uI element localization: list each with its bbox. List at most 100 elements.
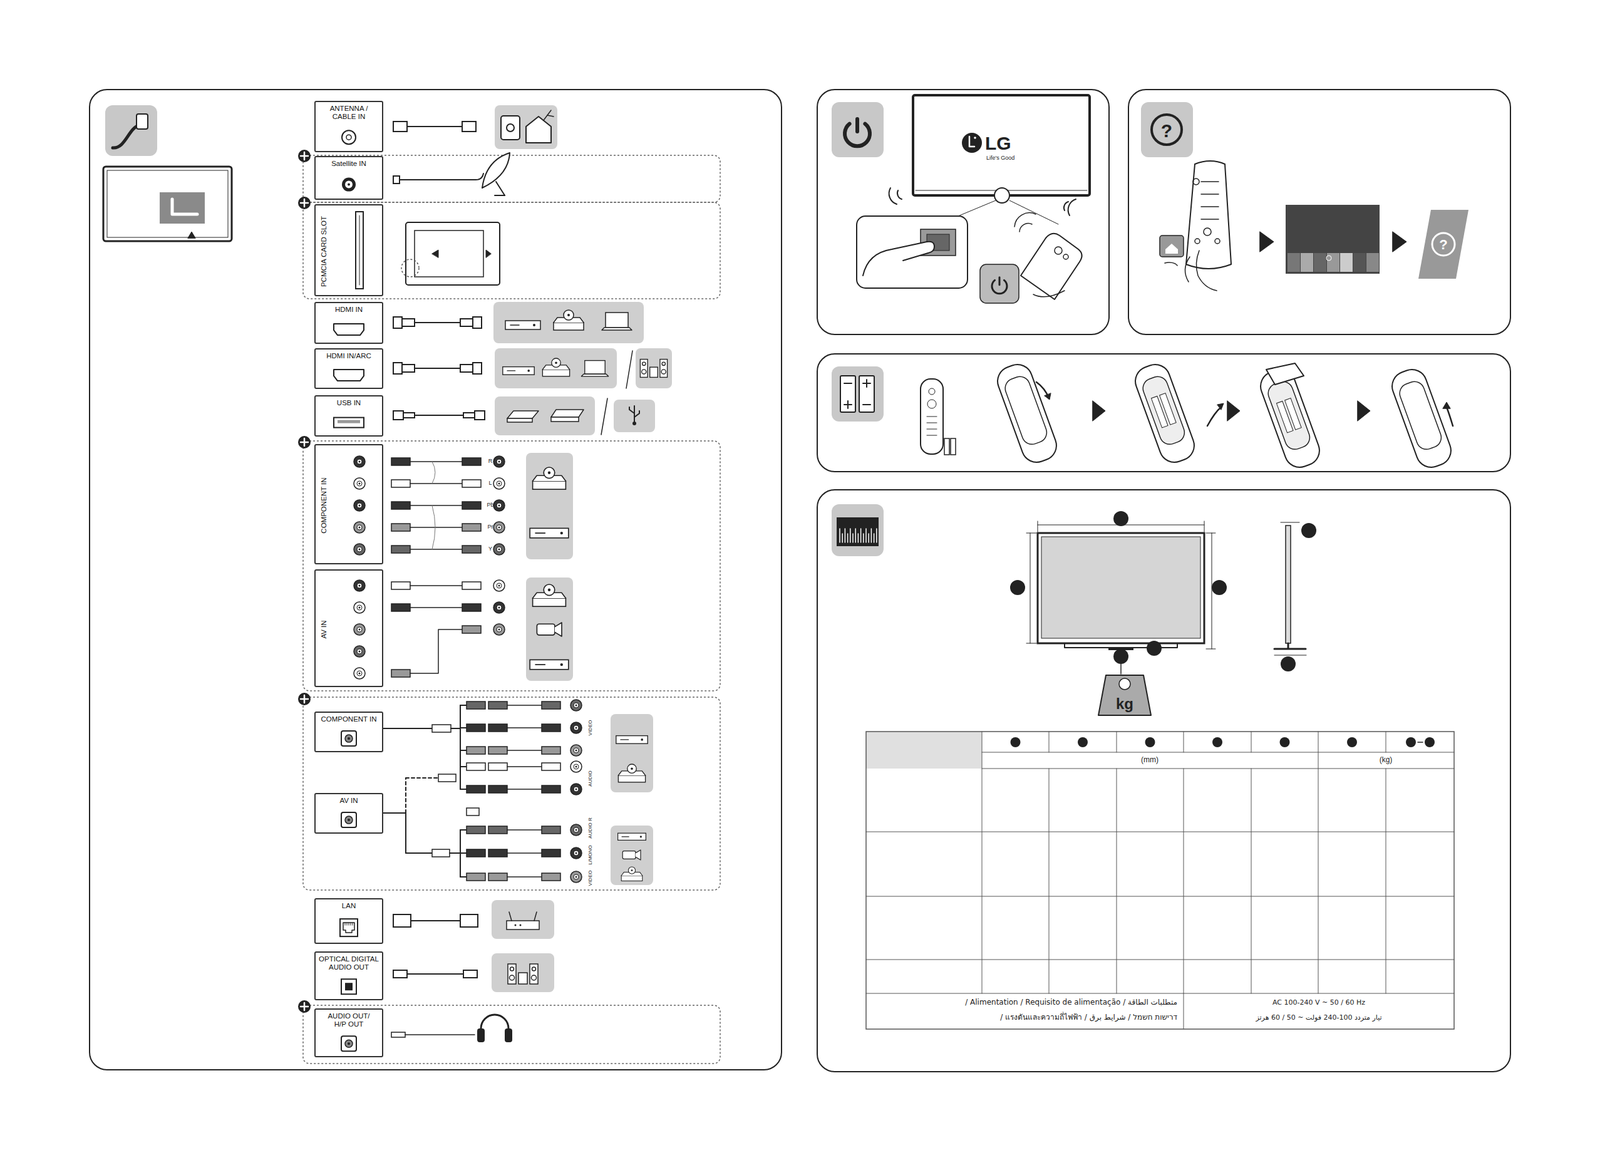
port-box: HDMI IN/ARC <box>314 348 384 389</box>
jack <box>493 499 505 511</box>
optional-group <box>303 696 721 890</box>
shape <box>529 659 569 669</box>
signal-name: Y <box>488 546 493 553</box>
device-icon <box>581 360 609 377</box>
device-icon <box>507 963 538 984</box>
circle <box>630 767 634 770</box>
outline <box>172 199 198 215</box>
remote <box>920 378 944 455</box>
wire <box>359 215 361 285</box>
plug <box>466 701 486 709</box>
wire <box>866 379 868 388</box>
device-icon <box>507 410 539 423</box>
plug <box>541 849 561 857</box>
jack <box>353 521 366 533</box>
circle <box>347 737 351 740</box>
wire <box>410 606 463 609</box>
wire <box>460 788 467 790</box>
shape <box>1397 378 1445 453</box>
wire <box>303 152 306 160</box>
wire <box>507 788 542 790</box>
port-box: AV IN <box>314 569 384 687</box>
jack <box>570 824 582 836</box>
circle <box>498 628 501 631</box>
outline <box>551 409 584 418</box>
plug <box>391 523 411 532</box>
circle <box>358 584 361 587</box>
wire <box>1251 768 1252 994</box>
plug <box>541 762 561 771</box>
wire <box>495 181 505 196</box>
wire <box>414 321 461 324</box>
wire <box>410 482 463 485</box>
wire <box>1048 731 1050 753</box>
callout-dot <box>1211 579 1227 595</box>
plug <box>488 746 508 754</box>
optional-mark <box>298 1000 311 1013</box>
plug <box>462 523 481 532</box>
outline <box>507 410 539 419</box>
dimension-line <box>1274 655 1307 656</box>
port-box: AV IN <box>314 792 384 834</box>
wire <box>1318 731 1319 994</box>
callout-dot <box>1010 737 1021 748</box>
device-icon <box>529 659 569 669</box>
wire <box>410 526 463 528</box>
circle <box>496 480 502 486</box>
shape <box>1256 365 1324 472</box>
shape <box>1002 373 1050 448</box>
jack <box>493 623 505 635</box>
wire <box>1048 768 1050 994</box>
plug <box>466 746 486 754</box>
circle <box>547 588 551 592</box>
circle <box>506 123 515 132</box>
plug <box>432 724 451 733</box>
circle <box>345 734 353 743</box>
device-tile <box>494 105 558 150</box>
circle <box>554 361 558 364</box>
callout-dot <box>1146 640 1162 656</box>
table-text: (kg) <box>1379 755 1393 764</box>
circle <box>573 827 579 833</box>
port-label: Satellite IN <box>316 159 381 168</box>
card-slot <box>355 211 364 289</box>
plug <box>541 701 561 709</box>
wire <box>507 727 542 729</box>
shape <box>1159 393 1177 425</box>
wire <box>876 528 878 543</box>
wire <box>1026 643 1037 644</box>
port-box: HDMI IN <box>314 301 384 344</box>
circle <box>573 786 579 792</box>
port-box: COMPONENT IN <box>314 711 384 753</box>
callout-dot <box>1113 648 1129 664</box>
circle <box>532 323 536 327</box>
step-arrow <box>1092 400 1106 421</box>
plug <box>488 825 508 834</box>
circle <box>498 504 501 507</box>
plug <box>391 479 411 488</box>
motion-arrow <box>1207 407 1222 426</box>
jack <box>570 744 582 756</box>
step-arrow <box>1227 400 1240 421</box>
separator <box>626 350 633 389</box>
shape <box>107 170 228 238</box>
wire <box>855 118 860 132</box>
shape <box>1265 378 1313 453</box>
f-port <box>341 177 356 192</box>
menu-tile <box>1287 252 1301 272</box>
plug <box>466 825 486 834</box>
wire <box>460 704 467 706</box>
wire <box>507 829 542 831</box>
port-label: HDMI IN <box>316 305 381 314</box>
wire <box>841 533 843 543</box>
plug <box>466 762 486 771</box>
wire <box>871 528 873 543</box>
circle <box>560 531 563 535</box>
wire <box>1201 193 1219 195</box>
wire <box>535 532 545 534</box>
plug <box>462 545 481 553</box>
circle <box>496 502 502 508</box>
house <box>526 116 552 143</box>
wire <box>303 438 306 446</box>
circle <box>509 975 515 981</box>
